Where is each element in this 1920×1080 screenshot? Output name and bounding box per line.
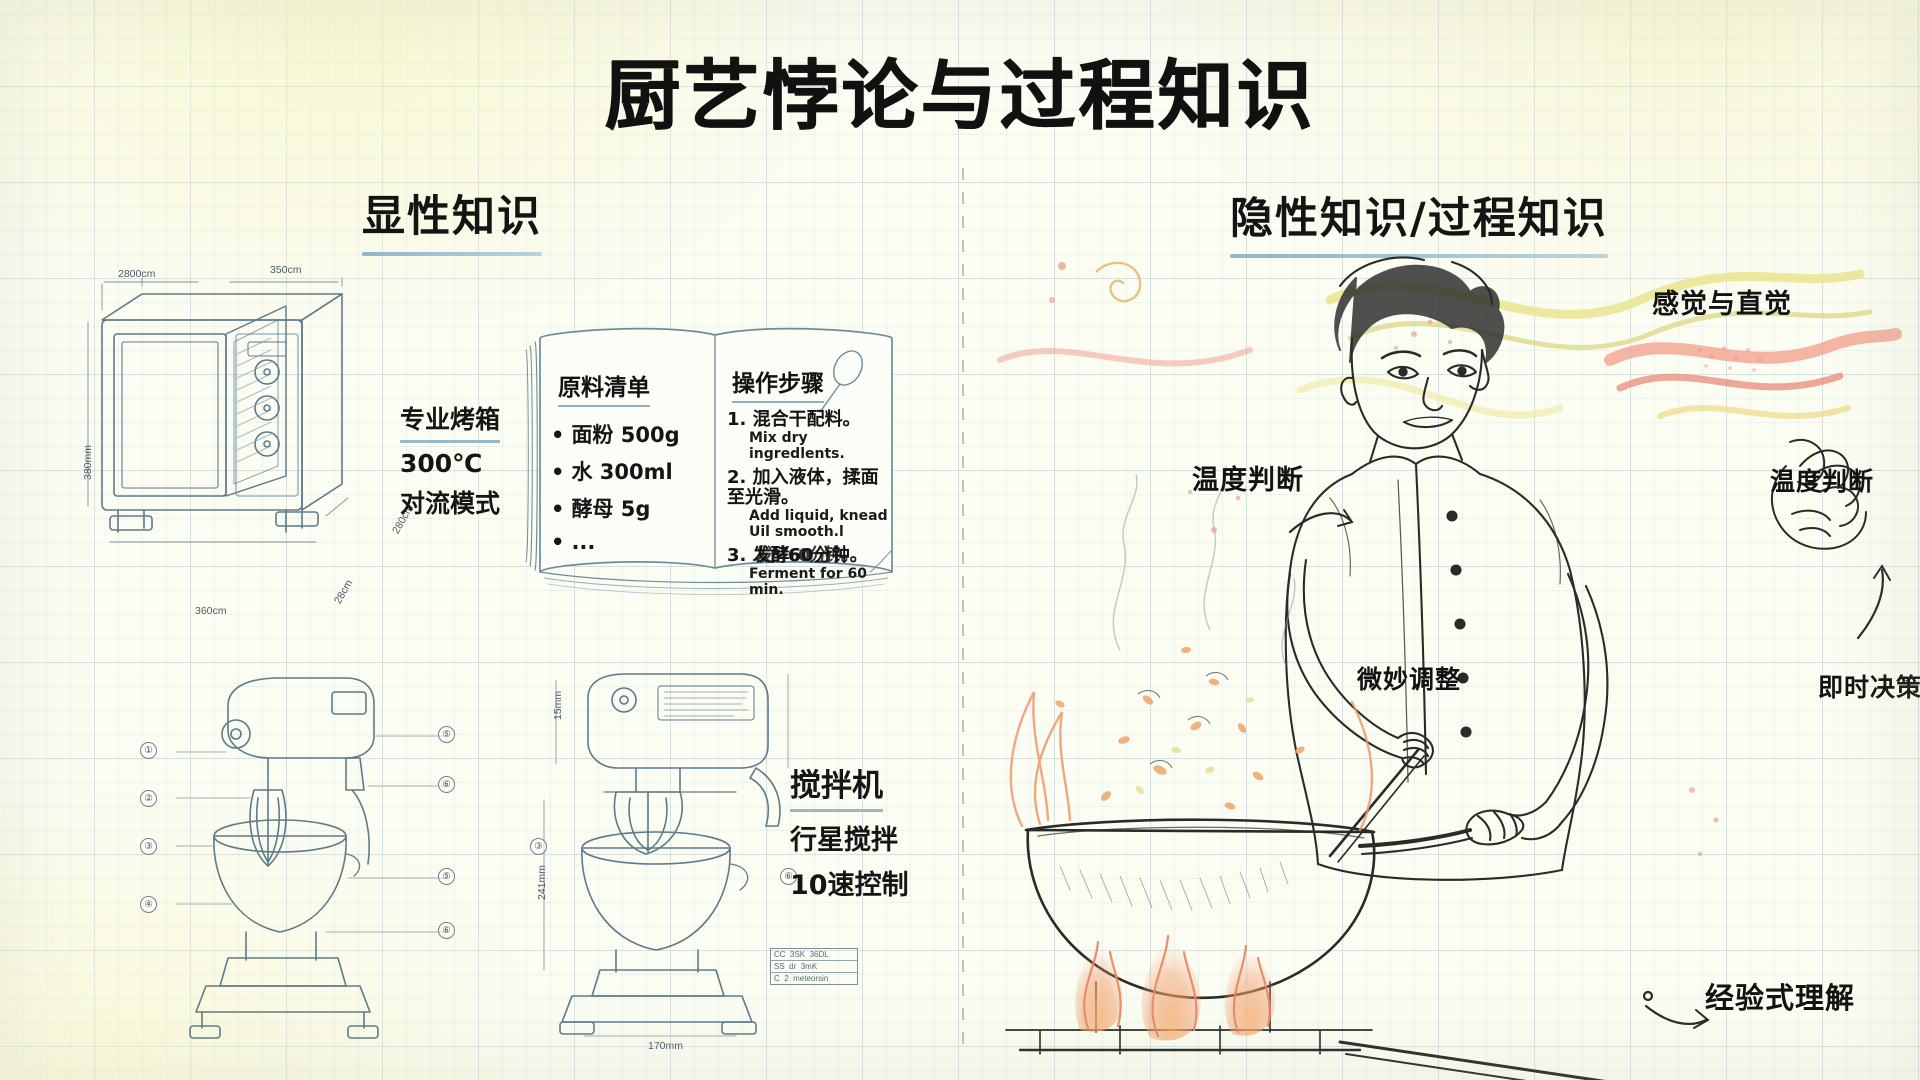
page-title: 厨艺悖论与过程知识	[604, 51, 1316, 140]
oven-spec-block: 专业烤箱 300℃ 对流模式	[400, 400, 501, 520]
cell: meteorsin	[793, 974, 829, 983]
annotation-subtle: 微妙调整	[1357, 665, 1462, 694]
annotation-decision: 即时决策	[1818, 673, 1920, 702]
ingredient-label: 酵母 5g	[571, 497, 651, 521]
annotation-temp-left: 温度判断	[1192, 465, 1304, 496]
callout-6: ⑥	[438, 776, 455, 793]
step-text-cn-ghost: 发酵60分钟。	[755, 545, 859, 567]
list-item: 3. 发酵60分钟。 发酵60分钟。 Ferment for 60 min.	[727, 545, 892, 598]
cell: 3SK	[790, 950, 806, 959]
ingredients-list: •面粉 500g •水 300ml •酵母 5g •...	[551, 412, 680, 554]
oven-dim-top-left: 2800cm	[118, 268, 156, 280]
mixer-spec-line-2: 10速控制	[790, 870, 909, 901]
bullet-icon: •	[551, 423, 565, 447]
annotation-sense: 感觉与直觉	[1652, 289, 1792, 320]
section-title-explicit-label: 显性知识	[362, 192, 542, 242]
list-item: •面粉 500g	[551, 419, 680, 449]
ingredient-label: ...	[571, 530, 596, 554]
callout-2: ②	[140, 790, 157, 807]
step-text-en: Mix dry ingredlents.	[749, 430, 845, 462]
callout-6c: ⑥	[780, 868, 797, 885]
steps-list: 1. 混合干配料。 Mix dry ingredlents. 2. 加入液体，揉…	[727, 404, 907, 598]
steps-heading: 操作步骤	[732, 364, 824, 403]
oven-spec-line-1: 300℃	[400, 449, 483, 478]
oven-dim-top-right: 350cm	[270, 264, 302, 276]
mixer-spec-table: CC 3SK 36DL SS dr 3mK C 2 meteorsin	[770, 948, 858, 985]
oven-dim-left: 380mm	[82, 444, 94, 480]
step-text-cn: 混合干配料。	[752, 409, 861, 430]
callout-5: ⑤	[438, 726, 455, 743]
cell: 36DL	[809, 950, 829, 959]
step-number: 1.	[727, 409, 747, 430]
mixer-large-sketch	[543, 673, 789, 1037]
cell: SS	[774, 962, 785, 971]
list-item: 2. 加入液体，揉面至光滑。 Add liquid, knead Uil smo…	[727, 466, 892, 540]
mixer-dim-top: 15mm	[552, 690, 564, 720]
step-cn-2: 2. 加入液体，揉面至光滑。	[727, 466, 892, 509]
chef-scene-sketch	[997, 256, 1902, 1080]
step-text-en: Ferment for 60 min.	[749, 566, 867, 598]
cell: CC	[774, 950, 786, 959]
panel-divider	[962, 168, 964, 1048]
step-text-cn: 加入液体，揉面至光滑。	[727, 466, 879, 509]
callout-3: ③	[140, 838, 157, 855]
mixer-dim-bottom: 170mm	[648, 1040, 684, 1052]
section-underline-right	[1230, 254, 1608, 258]
mixer-dim-left: 241mm	[536, 864, 548, 900]
section-title-tacit: 隐性知识/过程知识	[1230, 184, 1608, 258]
section-title-tacit-label: 隐性知识/过程知识	[1230, 194, 1608, 244]
callout-3c: ③	[530, 838, 547, 855]
annotation-temp-right: 温度判断	[1770, 467, 1875, 496]
list-item: •酵母 5g	[551, 493, 680, 523]
spec-table-row-2: SS dr 3mK	[771, 961, 857, 973]
bullet-icon: •	[551, 497, 565, 521]
steps-heading-wrap: 操作步骤	[732, 364, 824, 403]
step-text-en: Add liquid, knead Uil smooth.l	[749, 508, 888, 540]
cell: 2	[784, 974, 789, 983]
bullet-icon: •	[551, 460, 565, 484]
section-underline-left	[362, 252, 542, 256]
oven-dim-bottom: 360cm	[195, 605, 227, 617]
callout-4: ④	[140, 896, 157, 913]
recipe-book-sketch	[525, 327, 893, 595]
mixer-spec-block: 搅拌机 行星搅拌 10速控制	[790, 760, 909, 902]
oven-sketch	[87, 277, 349, 543]
list-item: •...	[551, 530, 680, 554]
cell: C	[774, 974, 780, 983]
ingredients-heading-wrap: 原料清单	[558, 368, 650, 407]
spec-table-row-1: CC 3SK 36DL	[771, 949, 857, 961]
mixer-spec-title: 搅拌机	[790, 760, 883, 812]
callout-1: ①	[140, 742, 157, 759]
callout-5b: ⑤	[438, 868, 455, 885]
mixer-small-sketch	[175, 677, 447, 1039]
spec-table-row-3: C 2 meteorsin	[771, 973, 857, 984]
oven-spec-line-2: 对流模式	[400, 489, 501, 518]
annotation-experience: 经验式理解	[1705, 981, 1856, 1015]
step-cn-3: 3. 发酵60分钟。 发酵60分钟。	[727, 545, 892, 567]
step-number: 2.	[727, 466, 747, 488]
cell: dr	[789, 962, 797, 971]
bullet-icon: •	[551, 530, 565, 554]
list-item: •水 300ml	[551, 456, 680, 486]
list-item: 1. 混合干配料。 Mix dry ingredlents.	[727, 409, 892, 462]
step-text-cn: 发酵60分钟。	[752, 545, 868, 567]
section-title-explicit: 显性知识	[362, 182, 542, 256]
step-cn-1: 1. 混合干配料。	[727, 409, 892, 430]
ingredient-label: 水 300ml	[571, 460, 673, 484]
callout-6b: ⑥	[438, 922, 455, 939]
step-number: 3.	[727, 545, 747, 567]
ingredient-label: 面粉 500g	[571, 423, 680, 447]
oven-spec-title: 专业烤箱	[400, 400, 501, 443]
ingredients-heading: 原料清单	[558, 368, 650, 407]
cell: 3mK	[800, 962, 818, 971]
mixer-spec-line-1: 行星搅拌	[790, 825, 898, 856]
